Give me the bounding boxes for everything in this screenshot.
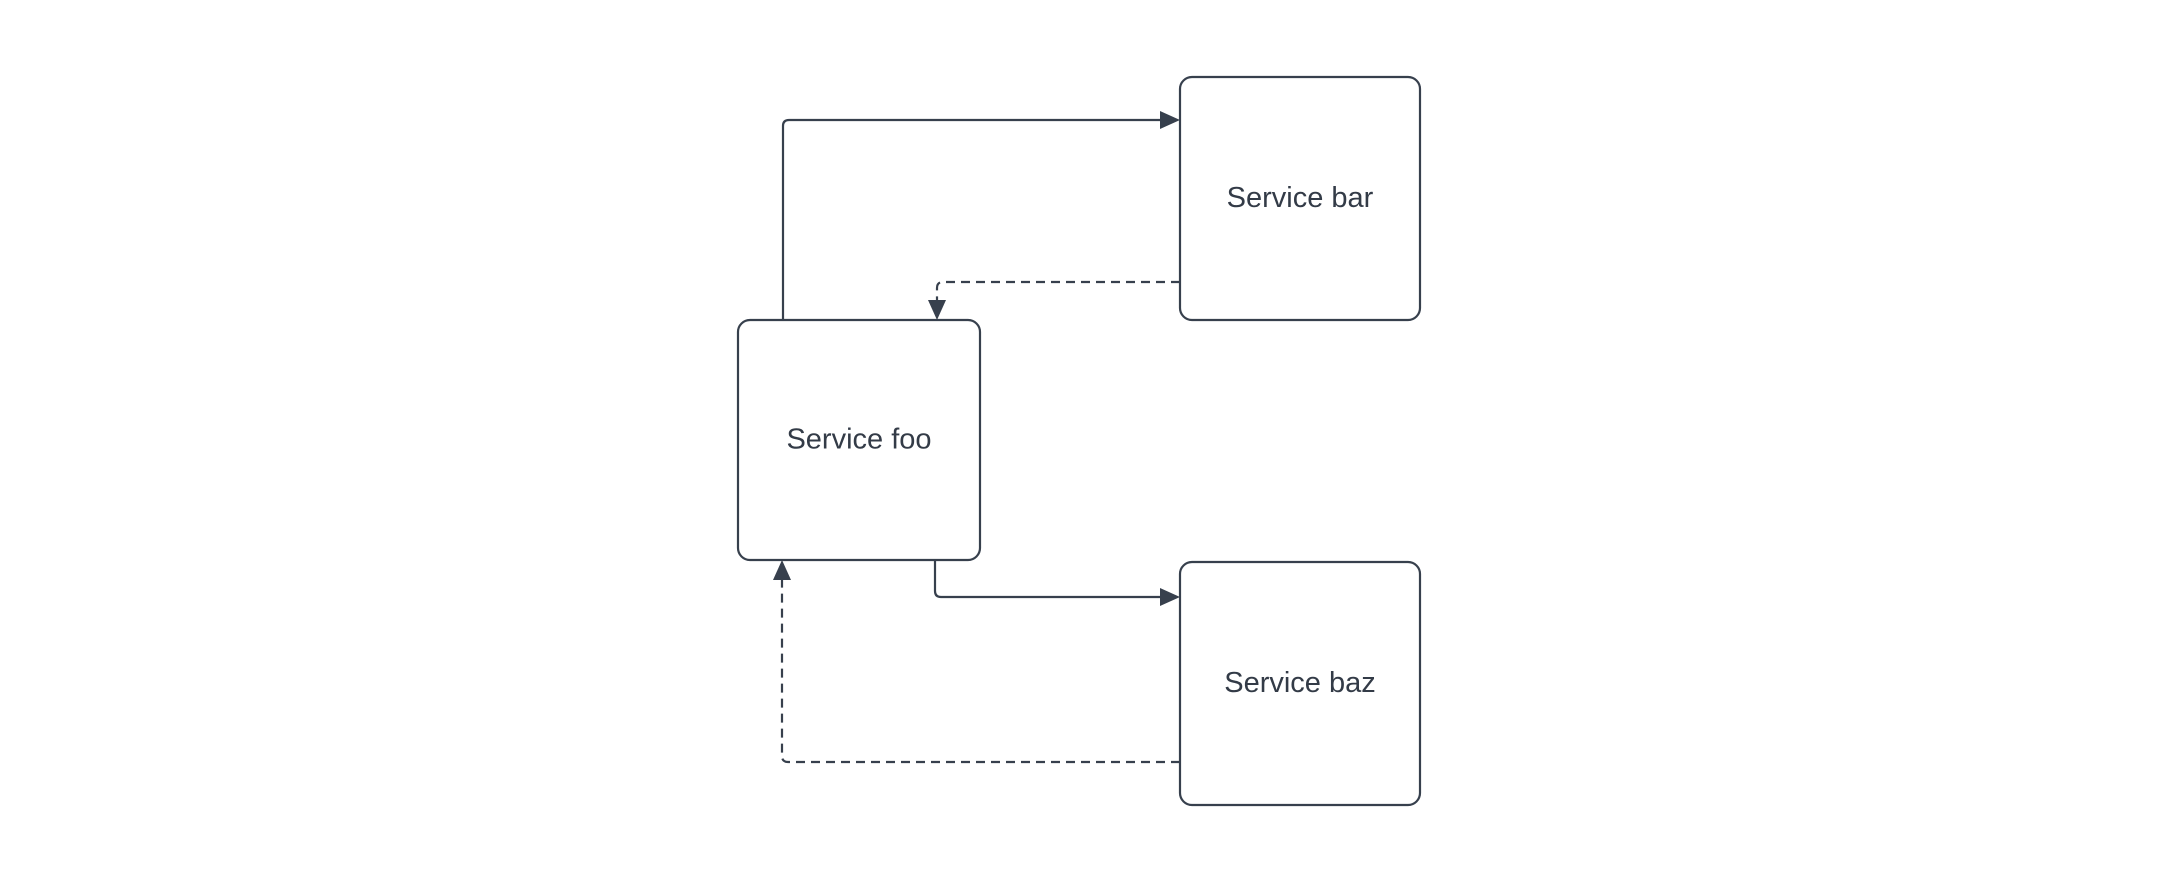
node-service-foo[interactable]: Service foo — [736, 318, 982, 562]
node-service-foo-box[interactable] — [736, 318, 982, 562]
node-service-bar-box[interactable] — [1178, 75, 1422, 322]
edge-foo-to-baz[interactable] — [933, 560, 1168, 599]
arrowhead-baz-to-foo — [773, 560, 791, 580]
edge-foo-to-bar[interactable] — [781, 118, 1168, 320]
arrowhead-foo-to-bar — [1160, 111, 1180, 129]
node-service-baz-box[interactable] — [1178, 560, 1422, 807]
node-service-bar-label: Service bar — [1227, 182, 1374, 214]
node-service-baz[interactable]: Service baz — [1178, 560, 1422, 807]
node-service-foo-label: Service foo — [786, 424, 931, 456]
edge-layer — [773, 111, 1180, 764]
edge-baz-to-foo[interactable] — [780, 574, 1180, 764]
node-service-bar[interactable]: Service bar — [1178, 75, 1422, 322]
node-service-baz-label: Service baz — [1224, 667, 1376, 699]
edge-bar-to-foo[interactable] — [935, 280, 1180, 306]
arrowhead-foo-to-baz — [1160, 588, 1180, 606]
node-layer: Service foo Service bar Service baz — [736, 75, 1422, 807]
arrowhead-bar-to-foo — [928, 300, 946, 320]
